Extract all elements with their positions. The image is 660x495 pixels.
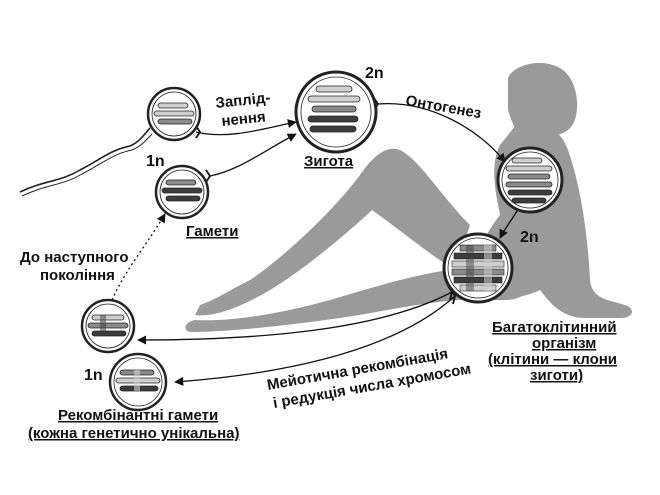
- gamete-fertilization-arrow: [209, 133, 297, 177]
- organism-label-3: (клітини — клони: [488, 351, 617, 368]
- recombinant-gamete-cell-1: [80, 298, 136, 354]
- cycle-arrows: [111, 103, 521, 386]
- next-generation-arrow: [111, 213, 166, 301]
- organism-cell: [496, 146, 564, 214]
- fertilization-label: Заплід-: [215, 89, 271, 112]
- meiosis-cell: [442, 232, 514, 304]
- sperm-cell: [146, 86, 202, 142]
- gamete-ploidy: 1n: [146, 153, 165, 170]
- fertilization-arrow: [195, 119, 297, 136]
- meiosis-arrow-lower: [174, 295, 456, 386]
- organism-label: Багатоклітинний: [492, 319, 617, 336]
- ontogenesis-label: Онтогенез: [404, 92, 482, 122]
- recombinant-ploidy: 1n: [84, 367, 103, 384]
- ontogenesis-arrow: [377, 103, 506, 163]
- gametes-label: Гамети: [186, 223, 238, 240]
- zygote-ploidy: 2n: [365, 65, 384, 82]
- next-generation-label-2: покоління: [40, 267, 115, 284]
- organism-ploidy: 2n: [520, 229, 539, 246]
- meiosis-arrow-upper: [137, 291, 453, 345]
- fertilization-label-2: нення: [221, 108, 267, 130]
- recombinant-gamete-cell-2: [108, 352, 168, 412]
- organism-label-2: організм: [532, 335, 596, 352]
- next-generation-label: До наступного: [20, 249, 129, 266]
- recombinant-gametes-label: Рекомбінантні гамети: [58, 407, 218, 424]
- sperm-tail-outline: [21, 133, 153, 197]
- sperm-tail: [19, 127, 151, 193]
- recombinant-gametes-label-2: (кожна генетично унікальна): [28, 425, 240, 442]
- zygote-cell: [294, 70, 378, 154]
- gamete-cell: [154, 164, 210, 220]
- organism-label-4: зиготи): [530, 367, 583, 384]
- zygote-label: Зигота: [304, 153, 354, 170]
